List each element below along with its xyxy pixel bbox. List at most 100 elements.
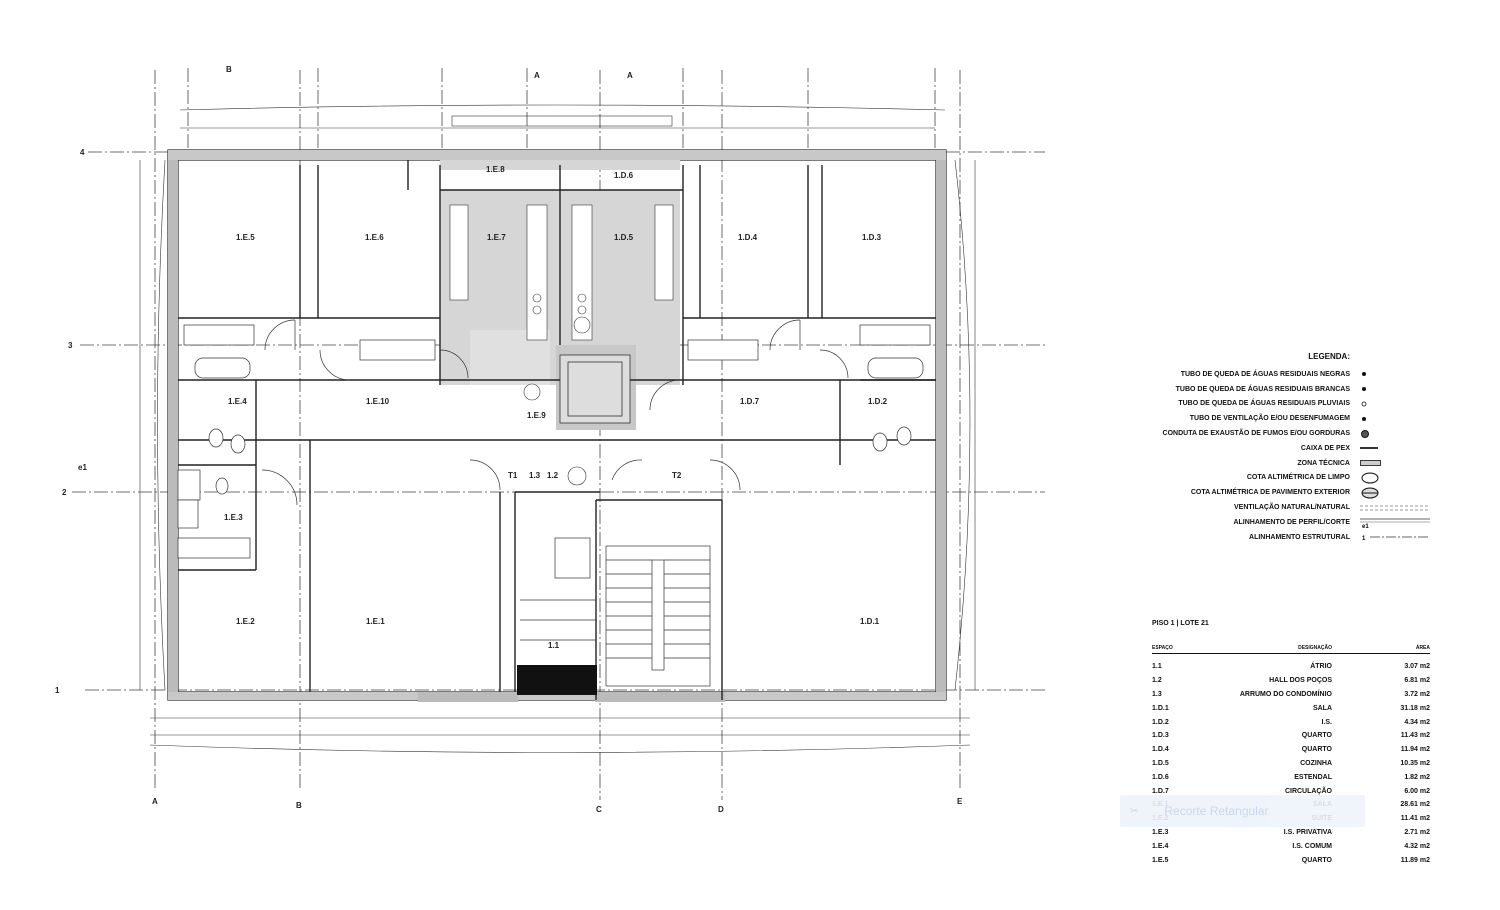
grid-labels: A B C D E 1 2 3 4 B A A e1 (55, 65, 963, 814)
interior-walls (178, 160, 936, 700)
room-labels: 1.E.5 1.E.6 1.E.7 1.D.5 1.D.4 1.D.3 1.E.… (224, 165, 888, 650)
dot-filled-icon (1350, 415, 1430, 423)
technical-shaft (517, 665, 597, 695)
room-label: 1.D.4 (738, 233, 758, 242)
room-label: 1.D.7 (740, 397, 760, 406)
ellipse-icon (1350, 472, 1430, 484)
dimension-lines (139, 104, 976, 753)
stairs (520, 537, 711, 687)
cell-designation: QUARTO (1301, 856, 1332, 864)
bar-hatch-icon (1350, 459, 1430, 467)
ellipse-double-icon (1350, 487, 1430, 499)
header-designation: DESIGNAÇÃO (1298, 645, 1332, 651)
grid-label-a: A (152, 797, 158, 806)
circle-cross-icon (1350, 429, 1430, 439)
alignment-mark: e1 (78, 463, 87, 472)
section-mark-a-right: A (627, 71, 633, 80)
cell-space: 1.E.3 (1152, 828, 1169, 836)
kitchen-counters (449, 204, 674, 486)
grid-label-d: D (718, 805, 724, 814)
crop-tool-label: Recorte Retangular (1164, 804, 1269, 818)
cell-area: 10.35 m2 (1400, 759, 1430, 767)
sanitary-fixtures (177, 324, 931, 559)
legend-item-label: TUBO DE QUEDA DE ÁGUAS RESIDUAIS BRANCAS (1175, 385, 1350, 393)
cell-area: 1.82 m2 (1404, 773, 1430, 781)
cell-space: 1.D.1 (1152, 704, 1169, 712)
cell-space: 1.D.5 (1152, 759, 1169, 767)
elevator (559, 354, 631, 424)
room-label: 1.1 (548, 641, 560, 650)
header-space: ESPAÇO (1152, 645, 1173, 651)
cell-area: 4.34 m2 (1404, 718, 1430, 726)
cell-area: 11.41 m2 (1400, 815, 1430, 823)
cell-designation: ÁTRIO (1310, 663, 1332, 671)
legend-item-label: VENTILAÇÃO NATURAL/NATURAL (1233, 504, 1350, 512)
header-area: ÁREA (1415, 645, 1430, 651)
legend: LEGENDA: TUBO DE QUEDA DE ÁGUAS RESIDUAI… (1100, 352, 1430, 545)
cell-area: 11.43 m2 (1400, 732, 1430, 740)
legend-item: COTA ALTIMÉTRICA DE PAVIMENTO EXTERIOR (1100, 485, 1430, 500)
grid-label-c: C (596, 805, 602, 814)
cell-designation: HALL DOS POÇOS (1269, 677, 1332, 685)
legend-item: TUBO DE QUEDA DE ÁGUAS RESIDUAIS PLUVIAI… (1100, 397, 1430, 412)
cell-space: 1.1 (1152, 663, 1162, 671)
crop-tool-overlay[interactable]: ✂ Recorte Retangular (1120, 795, 1365, 827)
room-label: 1.E.3 (224, 513, 243, 522)
dot-filled-icon (1350, 370, 1430, 378)
floor-plan-drawing: A B C D E 1 2 3 4 B A A e1 1.E.5 1.E.6 1… (55, 65, 1045, 814)
room-label: 1.3 (529, 471, 541, 480)
legend-item-label: COTA ALTIMÉTRICA DE LIMPO (1246, 474, 1350, 482)
room-label: 1.D.2 (868, 397, 888, 406)
scissors-icon: ✂ (1130, 805, 1139, 817)
room-label: 1.E.10 (366, 397, 390, 406)
legend-item-label: ALINHAMENTO ESTRUTURAL (1249, 533, 1350, 541)
legend-item: CAIXA DE PEX (1100, 441, 1430, 456)
cell-space: 1.E.4 (1152, 842, 1169, 850)
legend-item-label: TUBO DE VENTILAÇÃO E/OU DESENFUMAGEM (1189, 415, 1350, 423)
cell-area: 3.72 m2 (1404, 690, 1430, 698)
legend-item: TUBO DE VENTILAÇÃO E/OU DESENFUMAGEM (1100, 411, 1430, 426)
doors (261, 319, 849, 506)
cell-designation: QUARTO (1301, 746, 1332, 754)
table-row: 1.1 ÁTRIO 3.07 m2 (1152, 660, 1430, 674)
grid-label-b: B (296, 801, 302, 810)
cell-designation: SALA (1312, 704, 1332, 712)
svg-text:e1: e1 (1362, 524, 1369, 528)
cell-area: 31.18 m2 (1400, 704, 1430, 712)
room-label: 1.2 (547, 471, 559, 480)
cell-area: 11.89 m2 (1400, 856, 1430, 864)
table-header: ESPAÇO DESIGNAÇÃO ÁREA (1152, 645, 1430, 654)
cell-designation: I.S. PRIVATIVA (1283, 828, 1332, 836)
room-label: 1.E.5 (236, 233, 255, 242)
dot-open-icon (1350, 400, 1430, 408)
room-label: T1 (508, 471, 518, 480)
cell-area: 11.94 m2 (1400, 746, 1430, 754)
cell-space: 1.D.7 (1152, 787, 1169, 795)
legend-item: TUBO DE QUEDA DE ÁGUAS RESIDUAIS NEGRAS (1100, 367, 1430, 382)
section-mark-a-left: A (534, 71, 540, 80)
table-row: 1.D.4 QUARTO 11.94 m2 (1152, 743, 1430, 757)
cell-designation: ARRUMO DO CONDOMÍNIO (1239, 690, 1332, 698)
legend-item: CONDUTA DE EXAUSTÃO DE FUMOS E/OU GORDUR… (1100, 426, 1430, 441)
svg-text:1: 1 (1362, 536, 1366, 541)
cell-space: 1.D.4 (1152, 746, 1169, 754)
room-label: 1.E.8 (486, 165, 505, 174)
room-label: 1.D.6 (614, 171, 634, 180)
legend-item: ALINHAMENTO ESTRUTURAL 1 (1100, 530, 1430, 545)
cell-designation: QUARTO (1301, 732, 1332, 740)
room-label: 1.E.4 (228, 397, 247, 406)
room-label: 1.E.2 (236, 617, 255, 626)
area-table: PISO 1 | LOTE 21 ESPAÇO DESIGNAÇÃO ÁREA … (1152, 620, 1430, 867)
legend-item-label: CAIXA DE PEX (1300, 444, 1350, 452)
cell-area: 3.07 m2 (1404, 663, 1430, 671)
legend-item-label: ZONA TÉCNICA (1297, 459, 1350, 467)
room-label: 1.E.7 (487, 233, 506, 242)
legend-title: LEGENDA: (1308, 352, 1350, 361)
